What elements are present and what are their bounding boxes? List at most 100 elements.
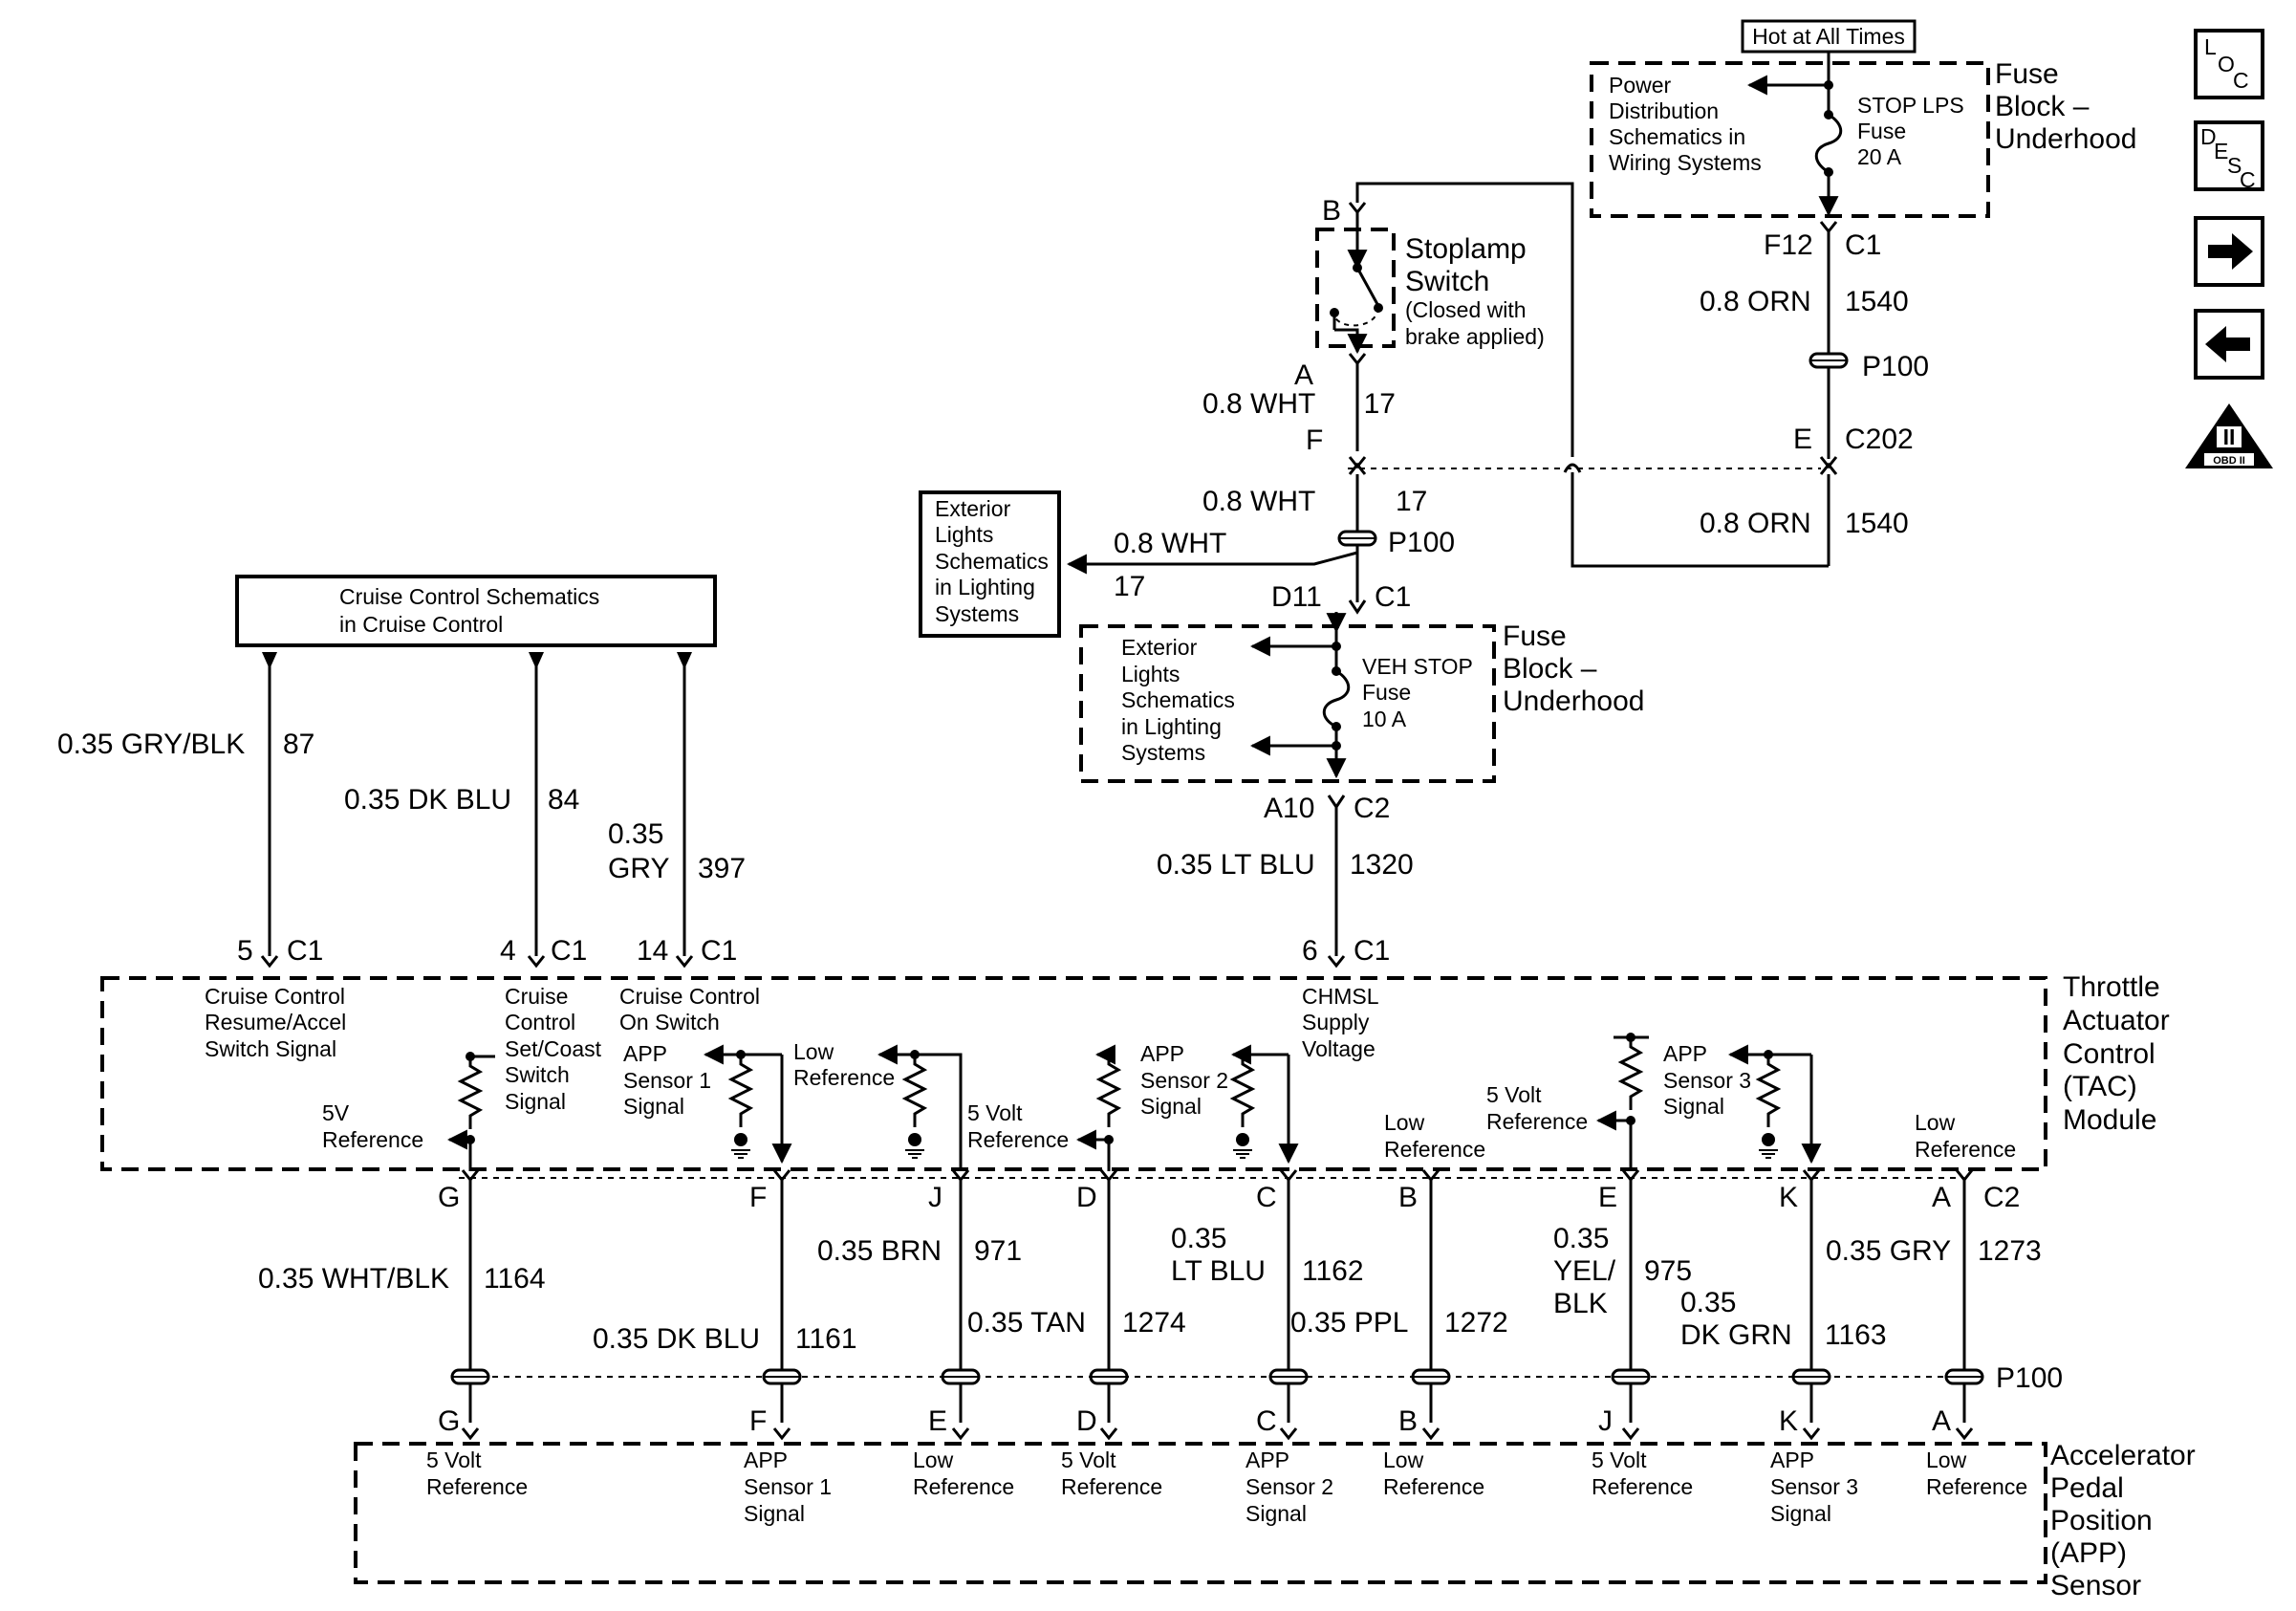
fuse-block-underhood-mid [1079,624,1496,783]
svg-text:L: L [2204,34,2217,59]
p100-right-label: P100 [1862,351,1929,382]
wire-ext-wht-label: 0.8 WHT [1114,528,1226,559]
tac-pin-D: D [1076,1182,1097,1213]
circuit-397: 397 [698,853,746,884]
fuse-block-top-title: Fuse Block – Underhood [1995,58,2136,155]
svg-text:S: S [2227,153,2242,178]
next-arrow-icon[interactable] [2194,216,2264,287]
app-pin-G: G [438,1405,460,1437]
app-pin-D: D [1076,1405,1097,1437]
circuit-1164: 1164 [484,1263,546,1295]
veh-stop-fuse-label: VEH STOP Fuse 10 A [1362,654,1479,731]
wire-orn-bottom-label: 0.8 ORN [1700,508,1811,539]
wire-orn-top-label: 0.8 ORN [1700,286,1811,317]
stoplamp-pin-a: A [1294,359,1313,391]
tac-c1-4: C1 [551,935,587,967]
cruise-control-box [235,575,717,647]
exterior-lights-box [919,490,1061,638]
tac-pin-K: K [1779,1182,1798,1213]
circuit-971: 971 [974,1235,1022,1267]
tac-pin-A: A [1932,1182,1951,1213]
app-pin-C: C [1256,1405,1277,1437]
circuit-1540-bottom: 1540 [1845,508,1909,539]
app-pin-A: A [1932,1405,1951,1437]
connector-f-c202: F [1306,425,1323,456]
app-pin-E: E [928,1405,947,1437]
stoplamp-switch-icon [1355,267,1380,307]
app-pin-F: F [749,1405,767,1437]
circuit-17-1: 17 [1364,388,1396,420]
tac-pin-F: F [749,1182,767,1213]
tac-pin-G: G [438,1182,460,1213]
wire-label-1164: 0.35 WHT/BLK [258,1263,449,1295]
app-sensor-title: Accelerator Pedal Position (APP) Sensor [2050,1440,2203,1601]
fuse-block-mid-title: Fuse Block – Underhood [1503,620,1644,717]
fuse-block-underhood-top [1590,61,1990,218]
fuse-block-mid-note: Exterior Lights Schematics in Lighting S… [1121,635,1241,765]
svg-text:E: E [2214,139,2228,163]
circuit-84: 84 [548,784,579,816]
p100-mid-label: P100 [1388,527,1455,558]
tac-cruise-resume-label: Cruise Control Resume/Accel Switch Signa… [205,984,353,1061]
hot-at-all-times-label: Hot at All Times [1752,24,1905,49]
wire-gry-blk-label: 0.35 GRY/BLK [57,729,245,760]
connector-c2-a10: C2 [1354,793,1390,824]
power-distribution-note: Power Distribution Schematics in Wiring … [1609,73,1762,175]
circuit-1161: 1161 [795,1323,857,1355]
wire-gry-label-a: 0.35 [608,818,663,850]
description-icon[interactable]: D E S C [2194,120,2264,192]
stoplamp-switch-title: Stoplamp Switch [1405,233,1534,297]
tac-pin-C: C [1256,1182,1277,1213]
circuit-17-ext: 17 [1114,571,1145,602]
connector-a10: A10 [1264,793,1314,824]
svg-text:C: C [2233,68,2249,93]
wire-label-971: 0.35 BRN [817,1235,942,1267]
cruise-control-box-text: Cruise Control Schematics in Cruise Cont… [339,584,606,637]
connector-c1-d11: C1 [1375,581,1411,613]
app-sensor-box [354,1442,2047,1584]
connector-c202: C202 [1845,424,1914,455]
location-icon[interactable]: L O C [2194,29,2264,99]
tac-pin-14: 14 [637,935,668,967]
tac-cruise-on-label: Cruise Control On Switch [619,984,766,1034]
circuit-1163: 1163 [1825,1319,1887,1351]
connector-e: E [1793,424,1812,455]
tac-module-box [100,976,2047,1171]
wire-dk-blu-84-label: 0.35 DK BLU [344,784,511,816]
circuit-1273: 1273 [1978,1235,2042,1267]
circuit-1274: 1274 [1122,1307,1186,1339]
wire-label-1272: 0.35 PPL [1290,1307,1408,1339]
circuit-17-2: 17 [1396,486,1427,517]
connector-f12: F12 [1764,229,1813,261]
stop-lps-fuse-icon [1814,113,1843,174]
stoplamp-switch-note: (Closed with brake applied) [1405,297,1545,349]
veh-stop-fuse-icon [1322,669,1351,729]
tac-pin-5: 5 [237,935,253,967]
wire-gry-label-b: GRY [608,853,669,884]
previous-arrow-icon[interactable] [2194,309,2264,380]
obd-ii-icon[interactable]: II OBD II [2185,403,2273,468]
tac-module-title: Throttle Actuator Control (TAC) Module [2063,971,2177,1136]
connector-c1-top: C1 [1845,229,1881,261]
